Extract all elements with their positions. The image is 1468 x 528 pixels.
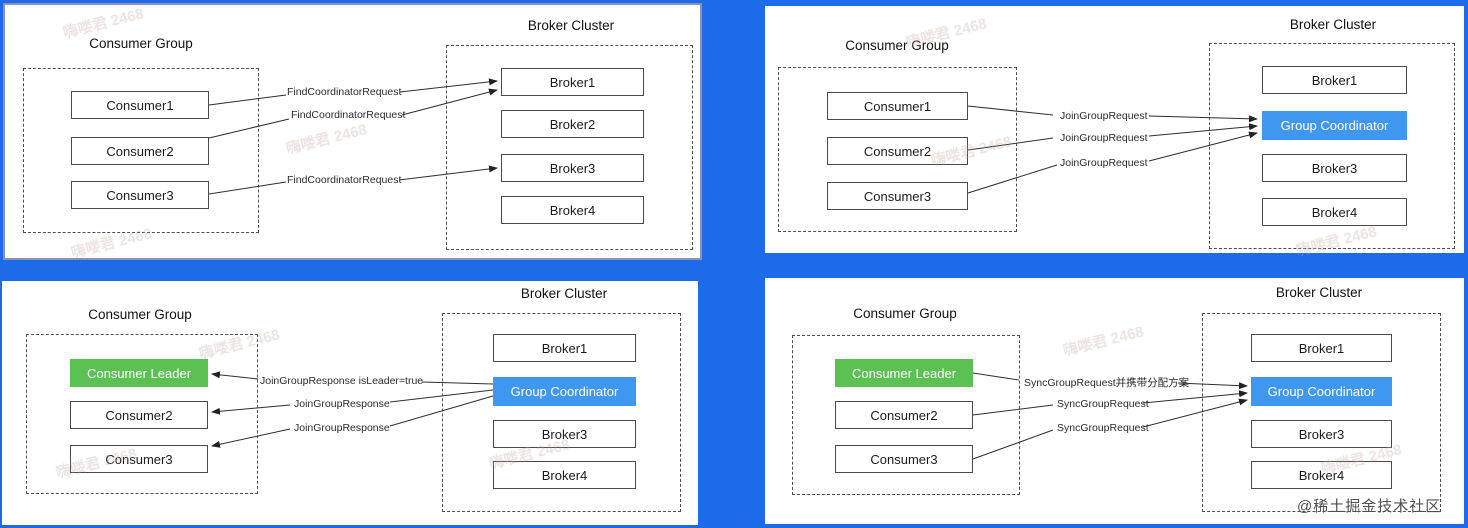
consumer-group-boundary bbox=[26, 334, 258, 494]
broker4-box: Broker4 bbox=[1262, 198, 1407, 226]
arrow-label-join-response-1: JoinGroupResponse isLeader=true bbox=[260, 375, 424, 387]
broker1-box: Broker1 bbox=[1251, 334, 1392, 362]
panel-join-group-request: Consumer Group Broker Cluster Consumer1 … bbox=[765, 6, 1464, 253]
broker3-box: Broker3 bbox=[1262, 154, 1407, 182]
arrow-label-sync-request-1: SyncGroupRequest并携带分配方案 bbox=[1024, 377, 1190, 389]
consumer3-box: Consumer3 bbox=[835, 445, 973, 473]
consumer-leader-box: Consumer Leader bbox=[835, 359, 973, 387]
broker3-box: Broker3 bbox=[1251, 420, 1392, 448]
broker3-box: Broker3 bbox=[501, 154, 644, 182]
consumer-group-title: Consumer Group bbox=[88, 307, 192, 322]
group-coordinator-box: Group Coordinator bbox=[493, 377, 636, 406]
broker4-box: Broker4 bbox=[501, 196, 644, 224]
panel-join-group-response: Consumer Group Broker Cluster Consumer L… bbox=[2, 281, 698, 525]
group-coordinator-box: Group Coordinator bbox=[1251, 377, 1392, 406]
broker4-box: Broker4 bbox=[1251, 461, 1392, 489]
broker-cluster-boundary bbox=[446, 45, 693, 250]
broker-cluster-title: Broker Cluster bbox=[1289, 17, 1377, 32]
site-credit-watermark: @稀土掘金技术社区 bbox=[1297, 498, 1442, 515]
consumer3-box: Consumer3 bbox=[70, 445, 208, 473]
consumer-group-title: Consumer Group bbox=[845, 38, 949, 53]
panel-sync-group-request: Consumer Group Broker Cluster Consumer L… bbox=[765, 278, 1464, 524]
broker1-box: Broker1 bbox=[493, 334, 636, 362]
broker3-box: Broker3 bbox=[493, 420, 636, 448]
broker-cluster-title: Broker Cluster bbox=[520, 286, 608, 301]
consumer1-box: Consumer1 bbox=[71, 91, 209, 119]
consumer-group-boundary bbox=[23, 68, 259, 233]
panel-find-coordinator: Consumer Group Broker Cluster Consumer1 … bbox=[3, 3, 702, 260]
broker1-box: Broker1 bbox=[1262, 66, 1407, 94]
broker1-box: Broker1 bbox=[501, 68, 644, 96]
consumer2-box: Consumer2 bbox=[71, 137, 209, 165]
consumer1-box: Consumer1 bbox=[827, 92, 968, 120]
consumer2-box: Consumer2 bbox=[835, 401, 973, 429]
broker-cluster-title: Broker Cluster bbox=[527, 18, 615, 33]
consumer-group-title: Consumer Group bbox=[853, 306, 957, 321]
arrow-label-find-coordinator-2: FindCoordinatorRequest bbox=[291, 109, 406, 121]
broker2-box: Broker2 bbox=[501, 110, 644, 138]
arrow-label-join-response-3: JoinGroupResponse bbox=[294, 422, 390, 434]
broker-cluster-title: Broker Cluster bbox=[1275, 285, 1363, 300]
arrow-label-join-request-2: JoinGroupRequest bbox=[1060, 132, 1148, 144]
arrow-label-find-coordinator-3: FindCoordinatorRequest bbox=[287, 174, 402, 186]
arrow-label-join-request-3: JoinGroupRequest bbox=[1060, 157, 1148, 169]
arrow-label-sync-request-3: SyncGroupRequest bbox=[1057, 422, 1149, 434]
arrow-label-sync-request-2: SyncGroupRequest bbox=[1057, 398, 1149, 410]
arrow-label-join-request-1: JoinGroupRequest bbox=[1060, 110, 1148, 122]
consumer-leader-box: Consumer Leader bbox=[70, 359, 208, 387]
consumer2-box: Consumer2 bbox=[827, 137, 968, 165]
consumer2-box: Consumer2 bbox=[70, 401, 208, 429]
consumer3-box: Consumer3 bbox=[827, 182, 968, 210]
arrow-label-find-coordinator-1: FindCoordinatorRequest bbox=[287, 86, 402, 98]
arrow-label-join-response-2: JoinGroupResponse bbox=[294, 398, 390, 410]
broker4-box: Broker4 bbox=[493, 461, 636, 489]
consumer-group-title: Consumer Group bbox=[89, 36, 193, 51]
group-coordinator-box: Group Coordinator bbox=[1262, 111, 1407, 140]
consumer3-box: Consumer3 bbox=[71, 181, 209, 209]
